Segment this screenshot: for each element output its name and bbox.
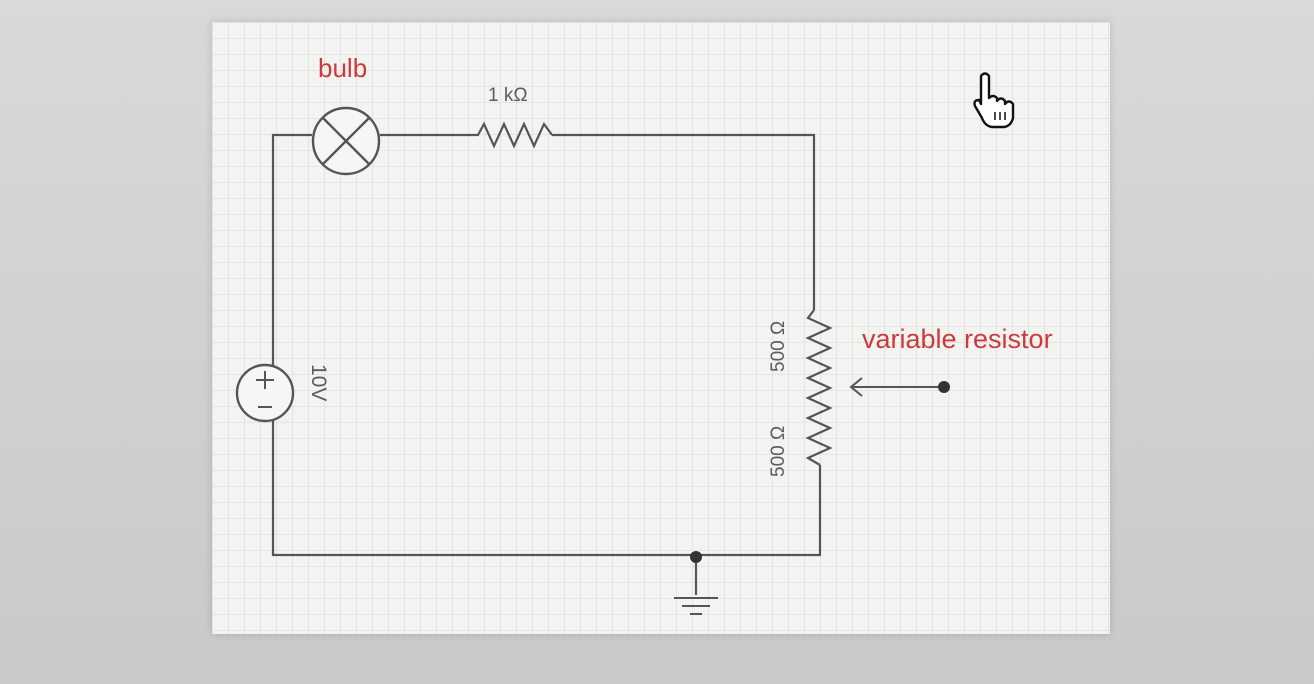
wiper-dot <box>938 381 950 393</box>
junction-dot <box>690 551 702 563</box>
fixed-resistor-label: 1 kΩ <box>488 85 528 106</box>
right-top-wire <box>552 133 816 310</box>
bottom-wire <box>271 420 822 557</box>
resistor-icon <box>470 121 553 149</box>
variable-resistor-icon <box>805 309 833 466</box>
voltage-source-icon <box>235 363 295 423</box>
ground-icon <box>674 597 718 615</box>
bulb-icon <box>311 106 381 176</box>
arrow-icon <box>849 377 944 397</box>
hand-cursor-icon <box>973 72 1015 129</box>
wires <box>271 133 822 595</box>
top-resistor-label: 500 Ω <box>768 321 789 372</box>
variable-resistor-label: variable resistor <box>862 324 1053 354</box>
source-voltage-label: 10V <box>307 364 330 401</box>
bulb-label: bulb <box>318 53 367 83</box>
bottom-resistor-label: 500 Ω <box>768 426 789 477</box>
left-top-wire <box>271 133 312 370</box>
